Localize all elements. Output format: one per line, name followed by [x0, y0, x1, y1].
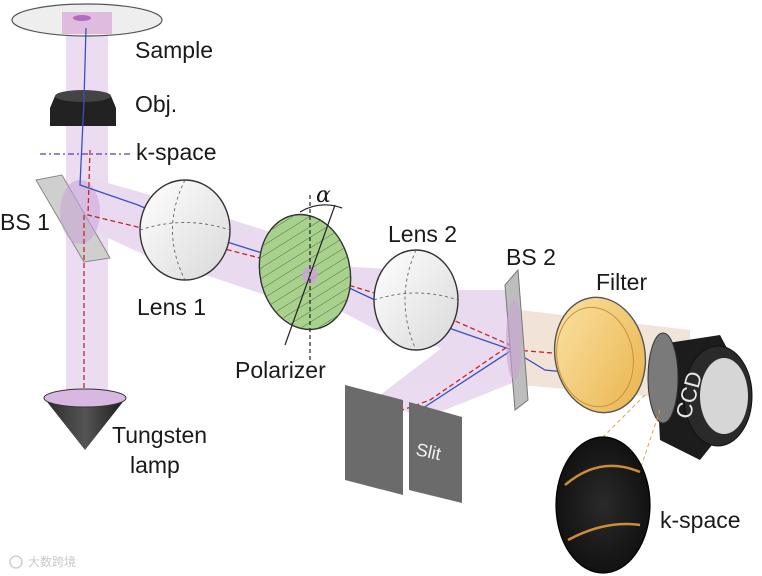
watermark-logo-icon	[9, 555, 23, 569]
watermark-text: 大数跨境	[28, 554, 76, 569]
label-objective: Obj.	[135, 91, 177, 117]
label-polarizer: Polarizer	[235, 357, 326, 383]
beam-bs1-lens1	[80, 175, 160, 262]
label-sample: Sample	[135, 37, 213, 63]
polarizer-transmission-axis	[284, 204, 336, 346]
label-kspace-bottom: k-space	[660, 507, 741, 533]
bs1-spot	[60, 180, 100, 244]
slit	[345, 385, 462, 503]
beam-bs2-slit	[380, 300, 520, 420]
blue-ray-slit	[419, 349, 513, 411]
tungsten-lamp	[43, 388, 127, 450]
kspace-image	[555, 436, 651, 574]
bs2-spot	[506, 300, 522, 380]
lens-2	[373, 249, 459, 351]
ccd-camera	[647, 332, 753, 460]
lens-1	[139, 179, 231, 281]
alpha-arc	[299, 204, 343, 213]
label-lens2: Lens 2	[388, 221, 457, 247]
kspace-leader-left	[599, 394, 646, 441]
polarizer	[258, 195, 352, 360]
label-lamp: lamp	[130, 452, 180, 478]
label-bs1: BS 1	[0, 209, 50, 235]
filter	[553, 296, 647, 414]
kspace-leader-right	[639, 409, 661, 471]
sample-plate	[11, 3, 163, 37]
label-bs2: BS 2	[506, 244, 556, 270]
label-filter: Filter	[596, 269, 647, 295]
label-lens1: Lens 1	[137, 294, 206, 320]
label-alpha: α	[316, 183, 331, 208]
watermark: 大数跨境	[9, 554, 76, 569]
label-tungsten: Tungsten	[112, 422, 207, 448]
label-kspace-top: k-space	[136, 139, 217, 165]
